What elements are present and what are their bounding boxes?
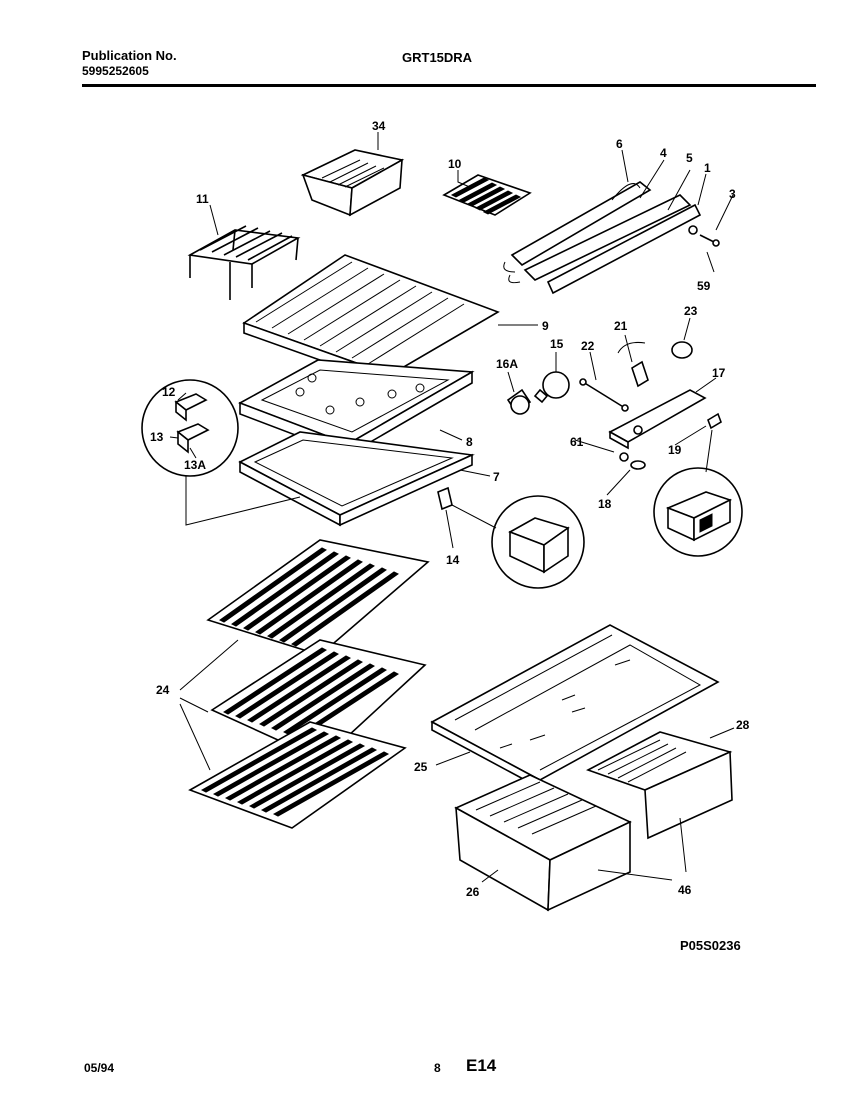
wire-shelf [187,225,301,300]
wire-shelves-24 [179,539,430,829]
detail-circle-right [653,429,743,557]
publication-number: 5995252605 [82,64,149,78]
callout-11: 11 [196,192,209,206]
light-assembly [506,341,722,470]
callout-61: 61 [570,435,584,449]
callout-59: 59 [697,279,711,293]
callout-13a: 13A [184,458,206,472]
callout-22: 22 [581,339,595,353]
callout-5: 5 [686,151,693,165]
header-rule [82,84,816,87]
crisper-drawer-left [454,774,687,912]
shelf-rails [503,181,720,295]
callout-9: 9 [542,319,549,333]
leader-lines [169,132,734,549]
callout-14: 14 [446,553,460,567]
publication-label: Publication No. [82,48,177,63]
callout-1: 1 [704,161,711,175]
model-number: GRT15DRA [402,50,473,65]
callout-4: 4 [660,146,667,160]
crisper-drawer-right [586,727,735,840]
callout-28: 28 [736,718,750,732]
ice-tray [442,174,532,216]
ice-bin [300,149,405,217]
callout-10: 10 [448,157,462,171]
callout-6: 6 [616,137,623,151]
footer-page-number: 8 [434,1061,441,1075]
callout-19: 19 [668,443,682,457]
callout-3: 3 [729,187,736,201]
callout-25: 25 [414,760,428,774]
callout-23: 23 [684,304,698,318]
callout-13: 13 [150,430,164,444]
callout-26: 26 [466,885,480,899]
drip-pan-7 [238,431,475,527]
detail-circle-left [141,379,301,526]
callout-16a: 16A [496,357,518,371]
callout-12: 12 [162,385,176,399]
callout-24: 24 [156,683,170,697]
callout-46: 46 [678,883,692,897]
callout-18: 18 [598,497,612,511]
drawing-id: P05S0236 [680,938,741,953]
switch-detail [437,486,585,589]
callout-8: 8 [466,435,473,449]
callout-15: 15 [550,337,564,351]
footer-date: 05/94 [84,1061,115,1075]
callout-7: 7 [493,470,500,484]
callout-17: 17 [712,366,726,380]
callout-21: 21 [614,319,628,333]
footer-section-code: E14 [466,1056,497,1075]
callout-34: 34 [372,119,386,133]
